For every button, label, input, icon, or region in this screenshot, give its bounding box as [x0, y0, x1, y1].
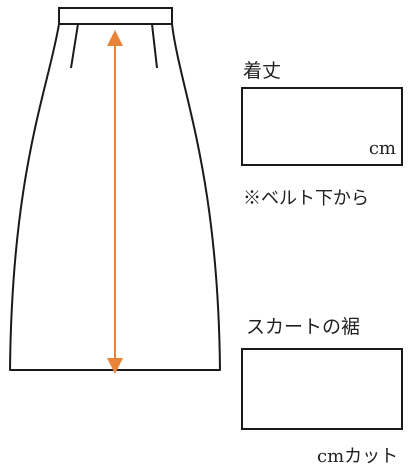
- right-dart: [151, 23, 158, 69]
- length-measure-arrow: [107, 30, 123, 374]
- hem-label: スカートの裾: [246, 316, 361, 338]
- skirt-illustration: [9, 7, 221, 374]
- left-dart: [70, 23, 79, 69]
- waistband: [58, 7, 173, 25]
- length-note: ※ベルト下から: [243, 188, 369, 209]
- hem-unit: cmカット: [317, 446, 399, 467]
- length-input-box[interactable]: cm: [241, 87, 403, 166]
- hem-input-box[interactable]: [241, 348, 403, 430]
- length-unit: cm: [368, 138, 396, 159]
- length-label: 着丈: [243, 60, 282, 82]
